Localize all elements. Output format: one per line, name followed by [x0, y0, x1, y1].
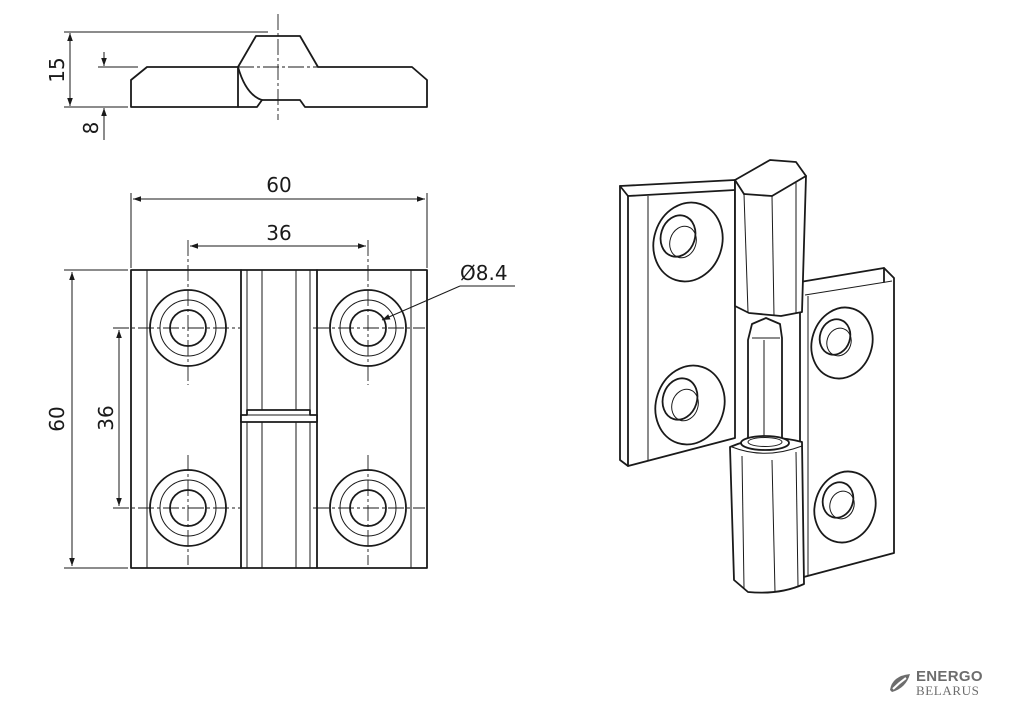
side-height-dimension-label: 15	[45, 57, 69, 82]
hole-spacing-horizontal-dimension-label: 36	[266, 221, 291, 245]
side-view-knuckle-curve	[237, 66, 263, 101]
iso-left-leaf	[619, 179, 736, 467]
hole-spacing-vertical-dimension-label: 36	[94, 405, 118, 430]
front-view-outline	[130, 269, 428, 569]
iso-top-knuckle	[734, 159, 807, 317]
logo-line-2: BELARUS	[916, 683, 980, 698]
overall-height-dimension-label: 60	[45, 406, 69, 431]
isometric-view	[619, 159, 895, 594]
leaf-logo-icon	[890, 674, 910, 692]
logo-line-1: ENERGO	[916, 668, 983, 685]
hole-diameter-label: Ø8.4	[460, 261, 508, 285]
hole-diameter-leader	[381, 285, 461, 321]
hole-centerlines	[113, 240, 425, 565]
side-view-outline	[130, 35, 428, 108]
side-offset-dimension-label: 8	[79, 122, 103, 135]
iso-bottom-knuckle	[729, 435, 805, 594]
iso-hinge-pin	[747, 317, 783, 446]
knuckle-joint	[240, 409, 318, 423]
front-view	[113, 240, 428, 569]
iso-right-leaf	[799, 267, 895, 579]
overall-width-dimension-label: 60	[266, 173, 291, 197]
front-view-dimensions: 60 36 Ø8.4 60 36	[45, 173, 515, 569]
energo-belarus-logo: ENERGO BELARUS	[888, 668, 998, 700]
side-view: 15 8	[45, 14, 428, 140]
